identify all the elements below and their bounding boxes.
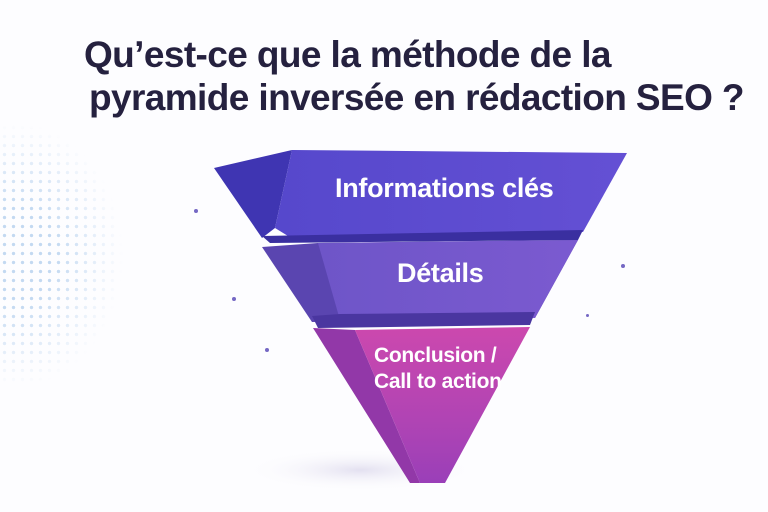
decorative-dot <box>194 209 198 213</box>
decorative-dot <box>586 314 589 317</box>
layer-label-conclusion: Conclusion / Call to action <box>374 343 502 395</box>
title-line-2: pyramide inversée en rédaction SEO ? <box>89 77 745 118</box>
pyramid-layer-top <box>214 150 627 243</box>
title-line-1: Qu’est-ce que la méthode de la <box>84 34 611 75</box>
decorative-dot <box>621 264 625 268</box>
pyramid-layer-middle <box>262 240 578 328</box>
decorative-dot <box>265 348 269 352</box>
halftone-dot-pattern <box>0 105 150 405</box>
layer-label-conclusion-line-1: Conclusion / <box>374 344 497 367</box>
layer-label-conclusion-line-2: Call to action <box>374 370 502 393</box>
pyramid-layer-bottom <box>313 327 530 483</box>
layer-label-key-information: Informations clés <box>335 173 554 203</box>
page-title: Qu’est-ce que la méthode de la pyramide … <box>84 33 745 119</box>
layer-label-details: Détails <box>397 258 484 288</box>
decorative-dot <box>232 297 236 301</box>
